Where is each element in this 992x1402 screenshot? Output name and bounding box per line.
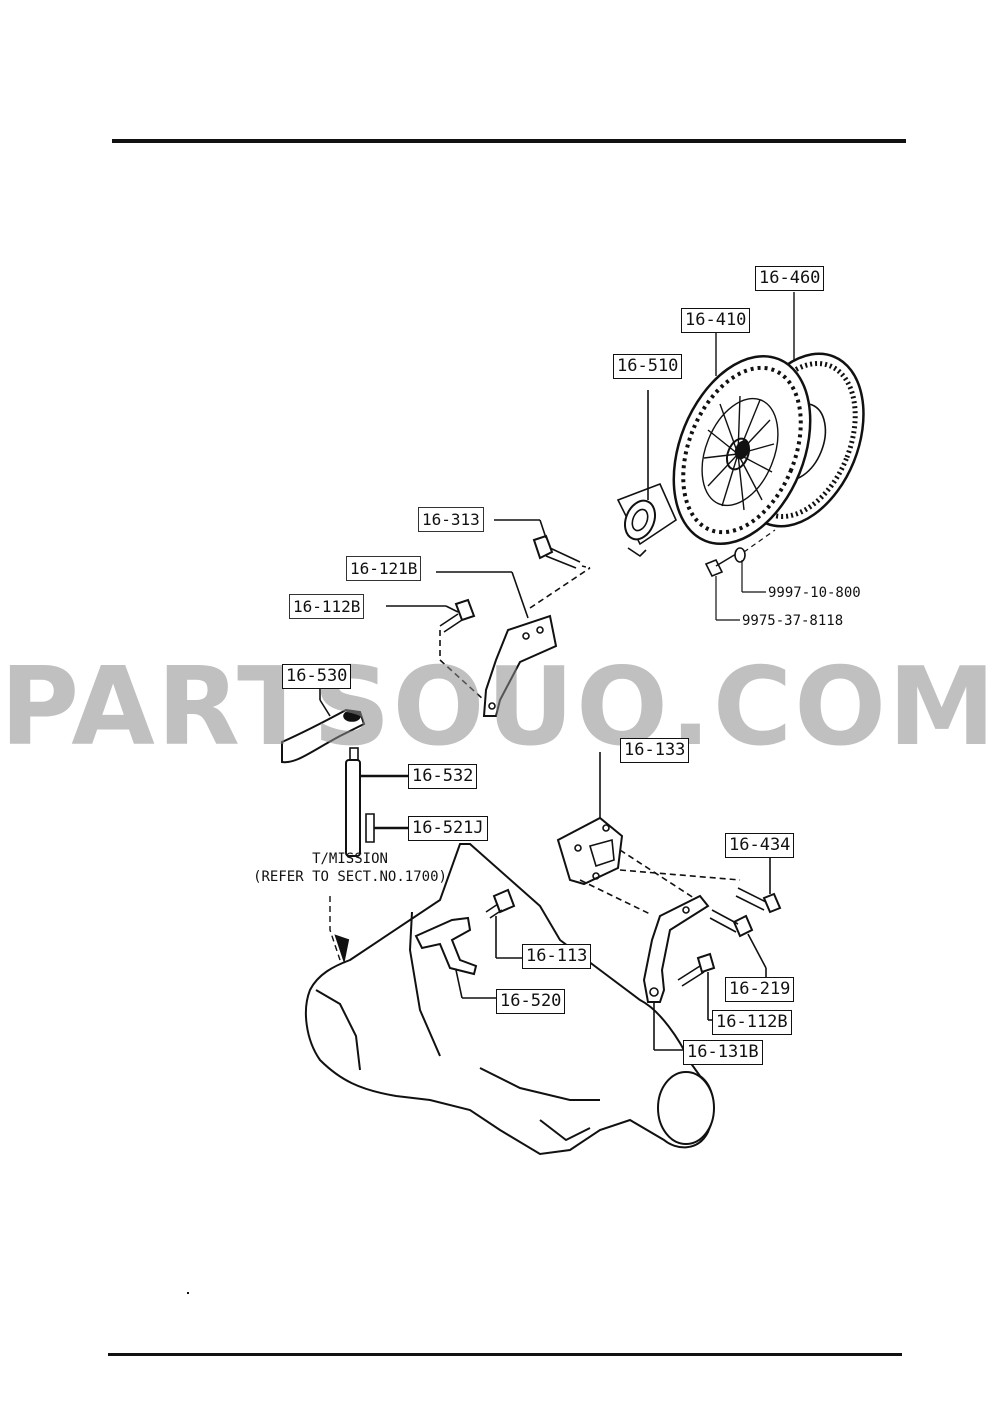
transmission-reference-note: T/MISSION (REFER TO SECT.NO.1700) <box>205 850 495 886</box>
part-label-16-131b[interactable]: 16-131B <box>683 1040 763 1065</box>
release-bearing <box>616 390 678 558</box>
bracket-16-121b <box>436 567 591 717</box>
bolt-16-113 <box>485 888 522 959</box>
part-label-16-313[interactable]: 16-313 <box>418 507 484 532</box>
bolt-16-434 <box>735 856 782 914</box>
release-fork <box>414 916 498 999</box>
bolt-16-112b-bottom <box>677 952 716 1021</box>
bolt-16-313 <box>494 519 591 569</box>
part-label-16-133[interactable]: 16-133 <box>620 738 690 763</box>
part-label-16-112b-bottom[interactable]: 16-112B <box>712 1010 792 1035</box>
transmission-note-line2: (REFER TO SECT.NO.1700) <box>253 869 447 885</box>
part-label-16-121b[interactable]: 16-121B <box>346 556 422 581</box>
bottom-rule <box>108 1353 902 1356</box>
pressure-plate <box>672 354 812 546</box>
part-label-16-521j[interactable]: 16-521J <box>408 816 488 841</box>
part-label-16-112b-top[interactable]: 16-112B <box>289 594 365 619</box>
bolt-16-112b-top <box>386 598 476 633</box>
bracket-16-131b <box>642 894 710 1051</box>
top-rule <box>112 139 906 143</box>
clutch-bolt-and-washer <box>704 529 776 621</box>
bracket-16-133 <box>556 752 741 915</box>
part-label-16-532[interactable]: 16-532 <box>408 764 478 789</box>
part-label-16-460[interactable]: 16-460 <box>755 266 825 291</box>
part-label-16-113[interactable]: 16-113 <box>522 944 592 969</box>
leader-lines <box>715 292 795 376</box>
part-label-16-530[interactable]: 16-530 <box>282 664 352 689</box>
part-label-16-434[interactable]: 16-434 <box>725 833 795 858</box>
release-fork-lever <box>281 688 366 764</box>
part-number-bolt[interactable]: 9975-37-8118 <box>742 613 844 629</box>
bolt-16-219 <box>709 909 767 978</box>
stray-dot <box>187 1292 189 1294</box>
release-shaft <box>345 747 408 857</box>
transmission-note-line1: T/MISSION <box>312 851 388 867</box>
part-number-washer[interactable]: 9997-10-800 <box>768 585 861 601</box>
part-label-16-219[interactable]: 16-219 <box>725 977 795 1002</box>
part-label-16-520[interactable]: 16-520 <box>496 989 566 1014</box>
part-label-16-410[interactable]: 16-410 <box>681 308 751 333</box>
part-label-16-510[interactable]: 16-510 <box>613 354 683 379</box>
